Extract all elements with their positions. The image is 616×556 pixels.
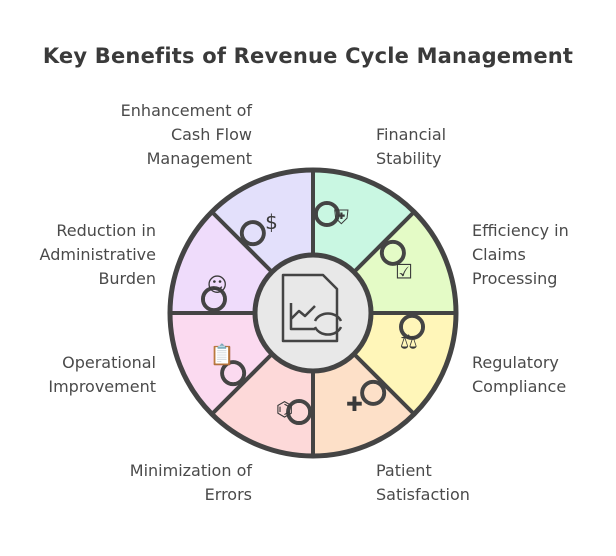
segment-divider: [210, 352, 274, 416]
diagram-title: Key Benefits of Revenue Cycle Management: [42, 44, 574, 68]
checklist-approval-icon: ☑: [395, 260, 413, 284]
label-operational-improvement: Operational Improvement: [48, 353, 156, 396]
segment-6: [211, 170, 313, 272]
puzzle-knob-fill: [364, 383, 383, 402]
segment-3: [211, 354, 313, 456]
puzzle-knob-fill: [317, 204, 336, 223]
puzzle-knob-fill: [403, 317, 422, 336]
segment-divider: [352, 210, 416, 274]
label-enhancement-cash-flow: Enhancement of Cash Flow Management: [120, 101, 252, 168]
clipboard-refresh-icon: 📋: [210, 342, 235, 366]
flowchart-icon: ⌬: [276, 397, 293, 421]
label-patient-satisfaction: Patient Satisfaction: [376, 461, 470, 504]
segment-7: [313, 170, 415, 272]
refresh-arrows-icon: [313, 312, 343, 336]
segment-divider: [210, 210, 274, 274]
label-efficiency-claims: Efficiency in Claims Processing: [472, 221, 569, 288]
label-minimization-errors: Minimization of Errors: [129, 461, 252, 504]
health-chart-icon: ✚: [346, 392, 363, 416]
cash-flow-icon: $: [265, 210, 278, 234]
label-regulatory-compliance: Regulatory Compliance: [472, 353, 567, 396]
outer-ring: [167, 167, 459, 459]
puzzle-knob-fill: [224, 364, 243, 383]
person-checklist-icon: ☺: [207, 273, 228, 297]
segment-1: [354, 313, 456, 415]
shield-building-icon: ⛨: [334, 205, 349, 229]
label-financial-stability: Financial Stability: [376, 125, 447, 168]
segment-4: [170, 313, 272, 415]
segment-0: [354, 211, 456, 313]
center-hub: [252, 252, 374, 374]
document-scale-icon: ⚖: [400, 329, 418, 353]
puzzle-knob-fill: [383, 243, 402, 262]
label-reduction-burden: Reduction in Administrative Burden: [39, 221, 156, 288]
segment-5: [170, 211, 272, 313]
segment-divider: [352, 352, 416, 416]
puzzle-knob-fill: [290, 403, 309, 422]
puzzle-knob-fill: [243, 224, 262, 243]
puzzle-knob-fill: [204, 290, 223, 309]
segment-2: [313, 354, 415, 456]
